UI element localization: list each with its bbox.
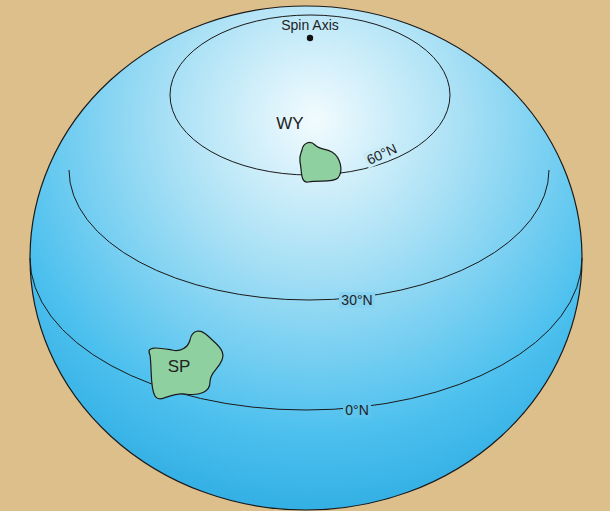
landmass-shape [149, 331, 223, 399]
latitude-label: 30°N [339, 292, 374, 308]
equator [30, 258, 582, 410]
region-label: SP [168, 358, 191, 375]
landmass-shape [300, 143, 341, 183]
landmass-outline [262, 110, 348, 187]
latitude-30 [69, 170, 549, 300]
region-label: WY [276, 115, 303, 132]
spin-axis-dot [307, 35, 313, 41]
spin-axis-label: Spin Axis [279, 17, 341, 33]
south-pole-landmass: SP [140, 325, 232, 405]
globe [30, 6, 582, 510]
latitude-label: 0°N [343, 402, 371, 418]
wyoming-landmass: WY [262, 110, 348, 187]
